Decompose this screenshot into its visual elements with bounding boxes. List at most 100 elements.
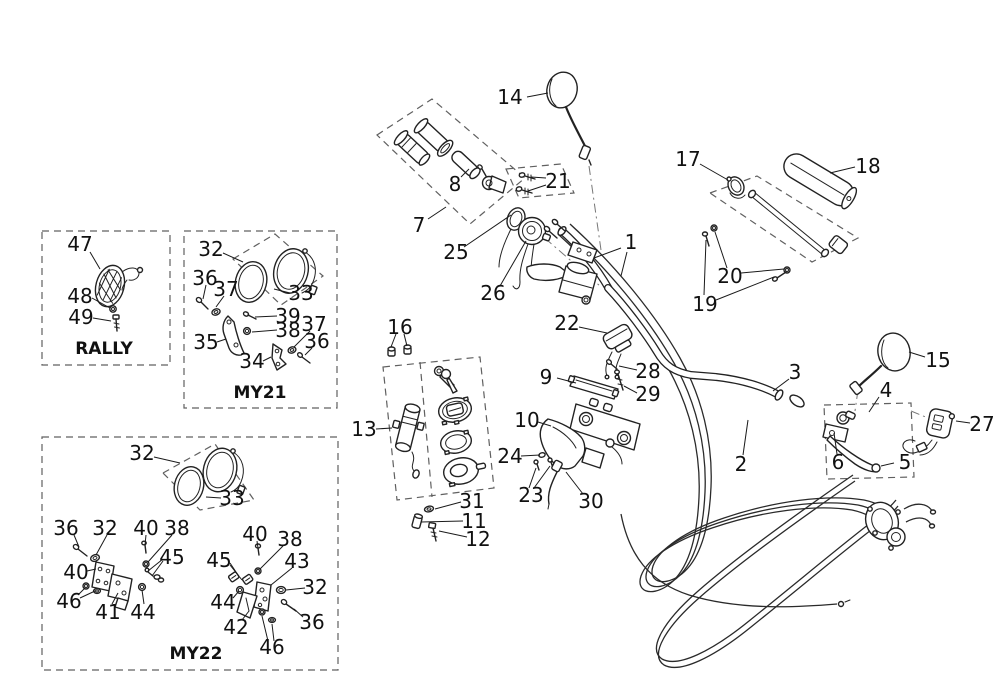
- rally-box: [41, 230, 171, 366]
- leader-line-23: [528, 467, 537, 489]
- mirror-right-15: [849, 332, 911, 396]
- mirror-left-axis: [588, 165, 602, 251]
- clutch-cable: [620, 513, 851, 608]
- leader-line-17: [699, 163, 729, 181]
- callout-16: 16: [387, 315, 412, 339]
- callout-27: 27: [969, 412, 994, 436]
- leader-line-13: [375, 427, 393, 430]
- throttle-cable-junction: [864, 501, 906, 551]
- my21-washer-37b: [287, 346, 297, 354]
- my21-box-label: MY21: [234, 383, 287, 403]
- callout-33: 33: [288, 281, 313, 305]
- callout-29: 29: [635, 382, 660, 406]
- leader-line-23: [533, 465, 551, 489]
- callout-19: 19: [692, 292, 717, 316]
- clutch-lever-assembly: [822, 410, 881, 473]
- leader-line-16: [403, 333, 408, 347]
- leader-line-43: [270, 567, 293, 586]
- washer-24: [538, 452, 546, 458]
- callout-8: 8: [449, 172, 462, 196]
- leader-line-46: [77, 587, 86, 596]
- mounting-plate-9: [567, 375, 620, 400]
- my21-box: [183, 230, 338, 409]
- callout-26: 26: [480, 281, 505, 305]
- leader-line-7: [427, 206, 447, 220]
- leader-line-48: [91, 297, 111, 309]
- callout-45: 45: [206, 548, 231, 572]
- callout-32: 32: [198, 237, 223, 261]
- leader-line-32: [222, 252, 244, 263]
- callout-14: 14: [497, 85, 522, 109]
- leader-line-33: [273, 288, 291, 294]
- switch-right-27: [902, 408, 956, 456]
- callout-10: 10: [514, 408, 539, 432]
- callout-37: 37: [301, 312, 326, 336]
- my21-headlight-33: [272, 248, 318, 296]
- leader-line-46: [271, 623, 275, 642]
- leader-line-44: [141, 589, 145, 605]
- bar-end-clamp-piece: [477, 164, 507, 194]
- leader-line-3: [772, 378, 790, 392]
- callout-1: 1: [625, 230, 638, 254]
- leader-line-40: [144, 534, 147, 546]
- callout-23: 23: [518, 483, 543, 507]
- callout-32: 32: [92, 516, 117, 540]
- leader-line-49: [92, 317, 112, 322]
- callout-6: 6: [832, 450, 845, 474]
- screws-23: [533, 457, 554, 471]
- leader-line-25: [463, 214, 512, 248]
- leader-line-20: [714, 231, 728, 269]
- leader-line-44: [232, 590, 240, 599]
- leader-line-29: [623, 385, 638, 394]
- callout-13: 13: [351, 417, 376, 441]
- leader-line-18: [829, 166, 856, 174]
- leader-line-45: [147, 558, 164, 572]
- upper-triple-clamp: [569, 397, 641, 469]
- leader-line-32: [153, 456, 181, 464]
- screws-box-21: [505, 163, 575, 199]
- leader-line-34: [262, 356, 272, 362]
- callout-36: 36: [299, 610, 324, 634]
- callout-20: 20: [717, 264, 742, 288]
- fuel-cap-ring: [439, 429, 473, 456]
- leader-line-15: [908, 351, 926, 358]
- my22-right-bracket-cluster: [227, 543, 297, 624]
- my21-bracket-35: [222, 315, 245, 356]
- callout-30: 30: [578, 489, 603, 513]
- leader-line-33: [205, 496, 222, 499]
- my22-box: [41, 436, 339, 671]
- callout-32: 32: [302, 575, 327, 599]
- callout-12: 12: [465, 527, 490, 551]
- leader-line-20: [740, 268, 785, 274]
- leader-line-1: [593, 247, 622, 259]
- my21-bracket-34: [271, 343, 287, 371]
- crossbar-fasteners-19-20: [701, 224, 791, 282]
- leader-line-41: [111, 592, 119, 605]
- callout-48: 48: [67, 284, 92, 308]
- leader-line-31: [434, 501, 462, 510]
- leader-line-12: [438, 530, 468, 538]
- handlebar-caps-16: [387, 344, 412, 357]
- leader-line-9: [556, 377, 577, 384]
- leader-line-4: [868, 396, 880, 413]
- callout-35: 35: [193, 330, 218, 354]
- ignition-box-divider: [419, 361, 433, 498]
- screws-21: [515, 172, 536, 196]
- leader-line-42: [241, 610, 250, 621]
- leader-line-38: [147, 534, 173, 563]
- callout-15: 15: [925, 348, 950, 372]
- leader-line-46: [261, 615, 269, 642]
- callout-21: 21: [545, 169, 570, 193]
- callout-49: 49: [68, 305, 93, 329]
- fuel-cap-base: [442, 457, 487, 488]
- grille-nut-48: [109, 305, 117, 313]
- leader-line-37: [215, 295, 225, 308]
- leader-line-24: [520, 454, 541, 457]
- grip-left-drawing: [393, 130, 431, 166]
- switch-right-axis: [910, 410, 929, 419]
- crossbar-box: [708, 175, 860, 263]
- leader-line-2: [742, 419, 749, 456]
- screw-28: [605, 359, 618, 370]
